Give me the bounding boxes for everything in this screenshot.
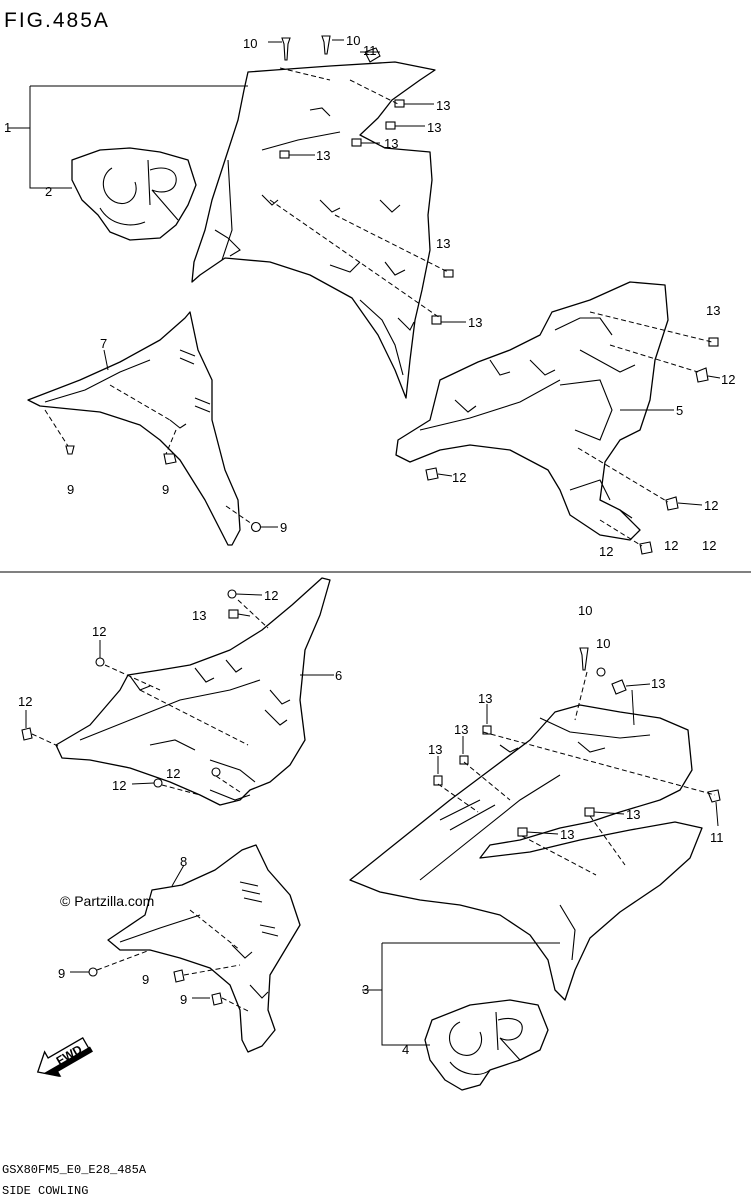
callout-10-bottom-b: 10 (596, 636, 610, 651)
bottom-callouts: 12 13 12 12 12 12 6 8 9 9 9 10 10 13 13 … (18, 588, 724, 1057)
callout-10-a: 10 (243, 36, 257, 51)
callout-13-f: 13 (468, 315, 482, 330)
callout-9-b: 9 (162, 482, 169, 497)
callout-9-b-b: 9 (142, 972, 149, 987)
top-leader-lines (8, 39, 721, 547)
clip-13-e[interactable] (443, 269, 454, 278)
screw-9-c[interactable] (250, 521, 262, 533)
figure-title: FIG.485A (4, 9, 110, 32)
clip-13-f[interactable] (431, 315, 442, 325)
footer-model-code: GSX80FM5_E0_E28_485A (2, 1163, 147, 1177)
screw-12-b1[interactable] (227, 589, 237, 599)
clip-13-c[interactable] (351, 138, 362, 147)
callout-13-b-a: 13 (192, 608, 206, 623)
screw-12-b2[interactable] (95, 657, 105, 667)
callout-13-b-g: 13 (560, 827, 574, 842)
callout-10-b: 10 (346, 33, 360, 48)
screw-12-b5[interactable] (153, 778, 163, 788)
clip-13-b2[interactable] (482, 725, 492, 735)
part-8-lower-cover[interactable] (107, 844, 301, 1053)
callout-13-c: 13 (384, 136, 398, 151)
part-5-inner-cover[interactable] (395, 281, 669, 541)
callout-12-b-c: 12 (18, 694, 32, 709)
callout-13-g: 13 (706, 303, 720, 318)
part-2-decal[interactable] (71, 147, 197, 241)
rivet-10-a[interactable] (281, 37, 291, 61)
callout-11-bottom: 11 (710, 830, 724, 845)
callout-10-bottom: 10 (578, 603, 592, 618)
screw-9-b2[interactable] (173, 969, 185, 983)
watermark: © Partzilla.com (60, 893, 154, 909)
part-3-lower-cowling[interactable] (349, 704, 703, 1001)
screw-9-a[interactable] (65, 445, 75, 455)
callout-9-c: 9 (280, 520, 287, 535)
callout-12-b: 12 (452, 470, 466, 485)
footer-section-name: SIDE COWLING (2, 1184, 88, 1198)
callout-13-b-c: 13 (478, 691, 492, 706)
callout-13-d: 13 (316, 148, 330, 163)
nut-13-bottom-a[interactable] (611, 679, 627, 695)
nut-11-bottom[interactable] (707, 789, 721, 803)
callout-3: 3 (362, 982, 369, 997)
callout-12-c: 12 (704, 498, 718, 513)
callout-12-b-a: 12 (264, 588, 278, 603)
callout-12-b-b: 12 (92, 624, 106, 639)
rivet-10-bottom[interactable] (579, 647, 589, 671)
callout-12-e: 12 (664, 538, 678, 553)
screw-12-c[interactable] (665, 496, 679, 511)
washer-10-bottom[interactable] (596, 667, 606, 677)
callout-7: 7 (100, 336, 107, 351)
clip-13-d[interactable] (279, 150, 290, 159)
callout-12-a: 12 (721, 372, 735, 387)
callout-13-b-e: 13 (428, 742, 442, 757)
callout-6: 6 (335, 668, 342, 683)
part-7-lower-inner-cowl[interactable] (27, 311, 241, 546)
clip-13-b5[interactable] (584, 807, 595, 817)
screw-9-b1[interactable] (88, 967, 98, 977)
callout-12-d: 12 (599, 544, 613, 559)
callout-13-b-f: 13 (626, 807, 640, 822)
callout-11: 11 (363, 43, 377, 58)
screw-9-b3[interactable] (211, 992, 223, 1006)
callout-13-a: 13 (436, 98, 450, 113)
top-callouts: 1 2 10 10 11 13 13 13 13 13 13 13 12 5 1… (4, 33, 735, 559)
rivet-10-b[interactable] (321, 35, 331, 55)
callout-13-b-b: 13 (651, 676, 665, 691)
clip-13-b[interactable] (385, 121, 396, 130)
callout-5: 5 (676, 403, 683, 418)
callout-1: 1 (4, 120, 11, 135)
screw-12-b4[interactable] (211, 767, 221, 777)
clip-13-b1[interactable] (228, 609, 239, 619)
callout-2: 2 (45, 184, 52, 199)
callout-9-b-a: 9 (58, 966, 65, 981)
callout-13-e: 13 (436, 236, 450, 251)
clip-13-g[interactable] (708, 337, 719, 347)
screw-12-d[interactable] (639, 541, 653, 555)
callout-13-b-d: 13 (454, 722, 468, 737)
clip-13-b6[interactable] (517, 827, 528, 837)
callout-12-f: 12 (702, 538, 716, 553)
screw-12-b3[interactable] (21, 727, 33, 741)
bottom-leader-lines (25, 593, 719, 1046)
callout-4: 4 (402, 1042, 409, 1057)
callout-13-b: 13 (427, 120, 441, 135)
clip-13-b3[interactable] (459, 755, 469, 765)
clip-13-b4[interactable] (433, 775, 443, 786)
part-4-decal[interactable] (424, 999, 549, 1091)
part-6-inner-cover[interactable] (55, 577, 331, 806)
callout-12-b-e: 12 (112, 778, 126, 793)
callout-9-a: 9 (67, 482, 74, 497)
fwd-arrow-icon: FWD (36, 1037, 93, 1078)
callout-8: 8 (180, 854, 187, 869)
screw-9-b[interactable] (163, 453, 177, 465)
callout-9-b-c: 9 (180, 992, 187, 1007)
callout-12-b-d: 12 (166, 766, 180, 781)
screw-12-b[interactable] (425, 467, 439, 481)
screw-12-a[interactable] (695, 367, 709, 383)
